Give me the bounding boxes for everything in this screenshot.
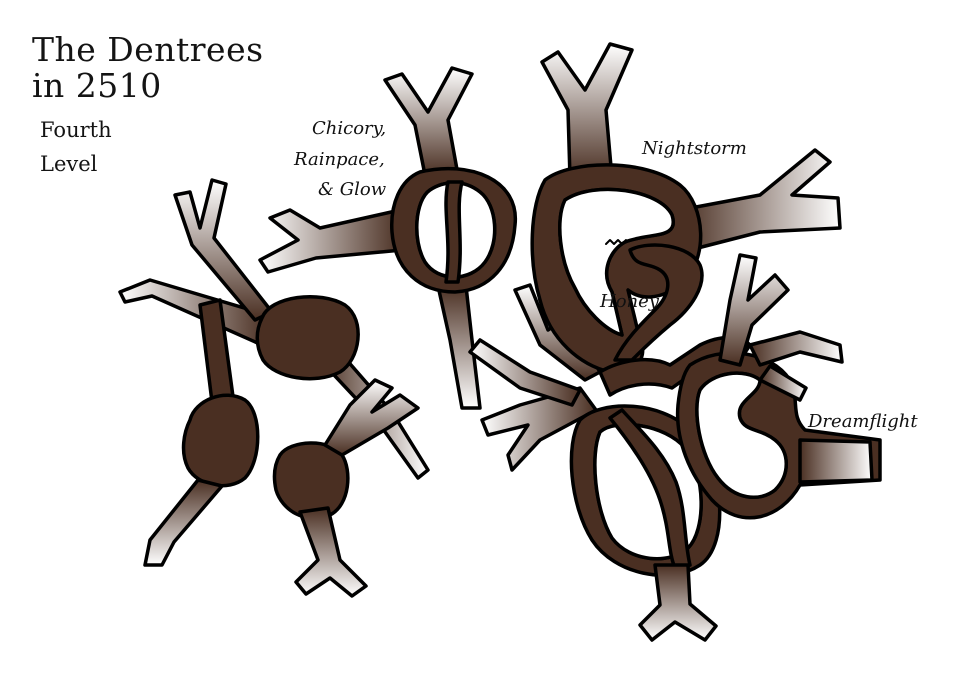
branch-complex-right-upper xyxy=(678,148,842,252)
nightstorm-hollow xyxy=(558,187,676,337)
map-title-line1: The Dentrees xyxy=(32,30,264,69)
branch-complex-left-mid xyxy=(468,338,582,407)
branch-left-mid-up xyxy=(323,378,420,457)
ring-chicory-partition xyxy=(444,180,464,284)
ring-chicory-rainpace-glow xyxy=(258,66,517,410)
lower-center-partition xyxy=(608,408,692,570)
wood-knot-left-mid xyxy=(272,441,350,520)
right-tree-complex xyxy=(468,42,882,642)
left-tree-cluster xyxy=(118,178,430,598)
branch-ring1-left xyxy=(258,208,404,274)
branch-dreamflight-right xyxy=(748,330,844,367)
label-rainpace: Rainpace, xyxy=(294,149,385,170)
wood-knot-left-main xyxy=(255,294,360,381)
label-glow: & Glow xyxy=(318,179,387,200)
map-title-line2: in 2510 xyxy=(32,66,162,105)
branch-complex-top xyxy=(540,42,634,180)
map-subtitle-line1: Fourth xyxy=(40,118,112,142)
branch-dreamflight-down-right xyxy=(758,364,808,402)
label-nightstorm: Nightstorm xyxy=(642,138,747,159)
branch-left-mid-down xyxy=(294,506,368,598)
branch-dreamflight-up xyxy=(718,253,790,367)
branch-left-up xyxy=(173,178,274,322)
label-chicory: Chicory, xyxy=(312,118,387,139)
branch-complex-bottom xyxy=(638,563,718,642)
map-subtitle-line2: Level xyxy=(40,152,98,176)
branch-complex-left-lower xyxy=(480,386,598,472)
branch-dreamflight-stub xyxy=(798,438,874,484)
honey-marker-icon xyxy=(605,239,627,245)
branch-ring1-up xyxy=(383,66,474,177)
branch-left-lower-down xyxy=(143,478,224,567)
label-dreamflight: Dreamflight xyxy=(808,411,918,432)
label-honey: Honey xyxy=(600,291,659,312)
wood-knot-left-lower xyxy=(181,393,260,488)
